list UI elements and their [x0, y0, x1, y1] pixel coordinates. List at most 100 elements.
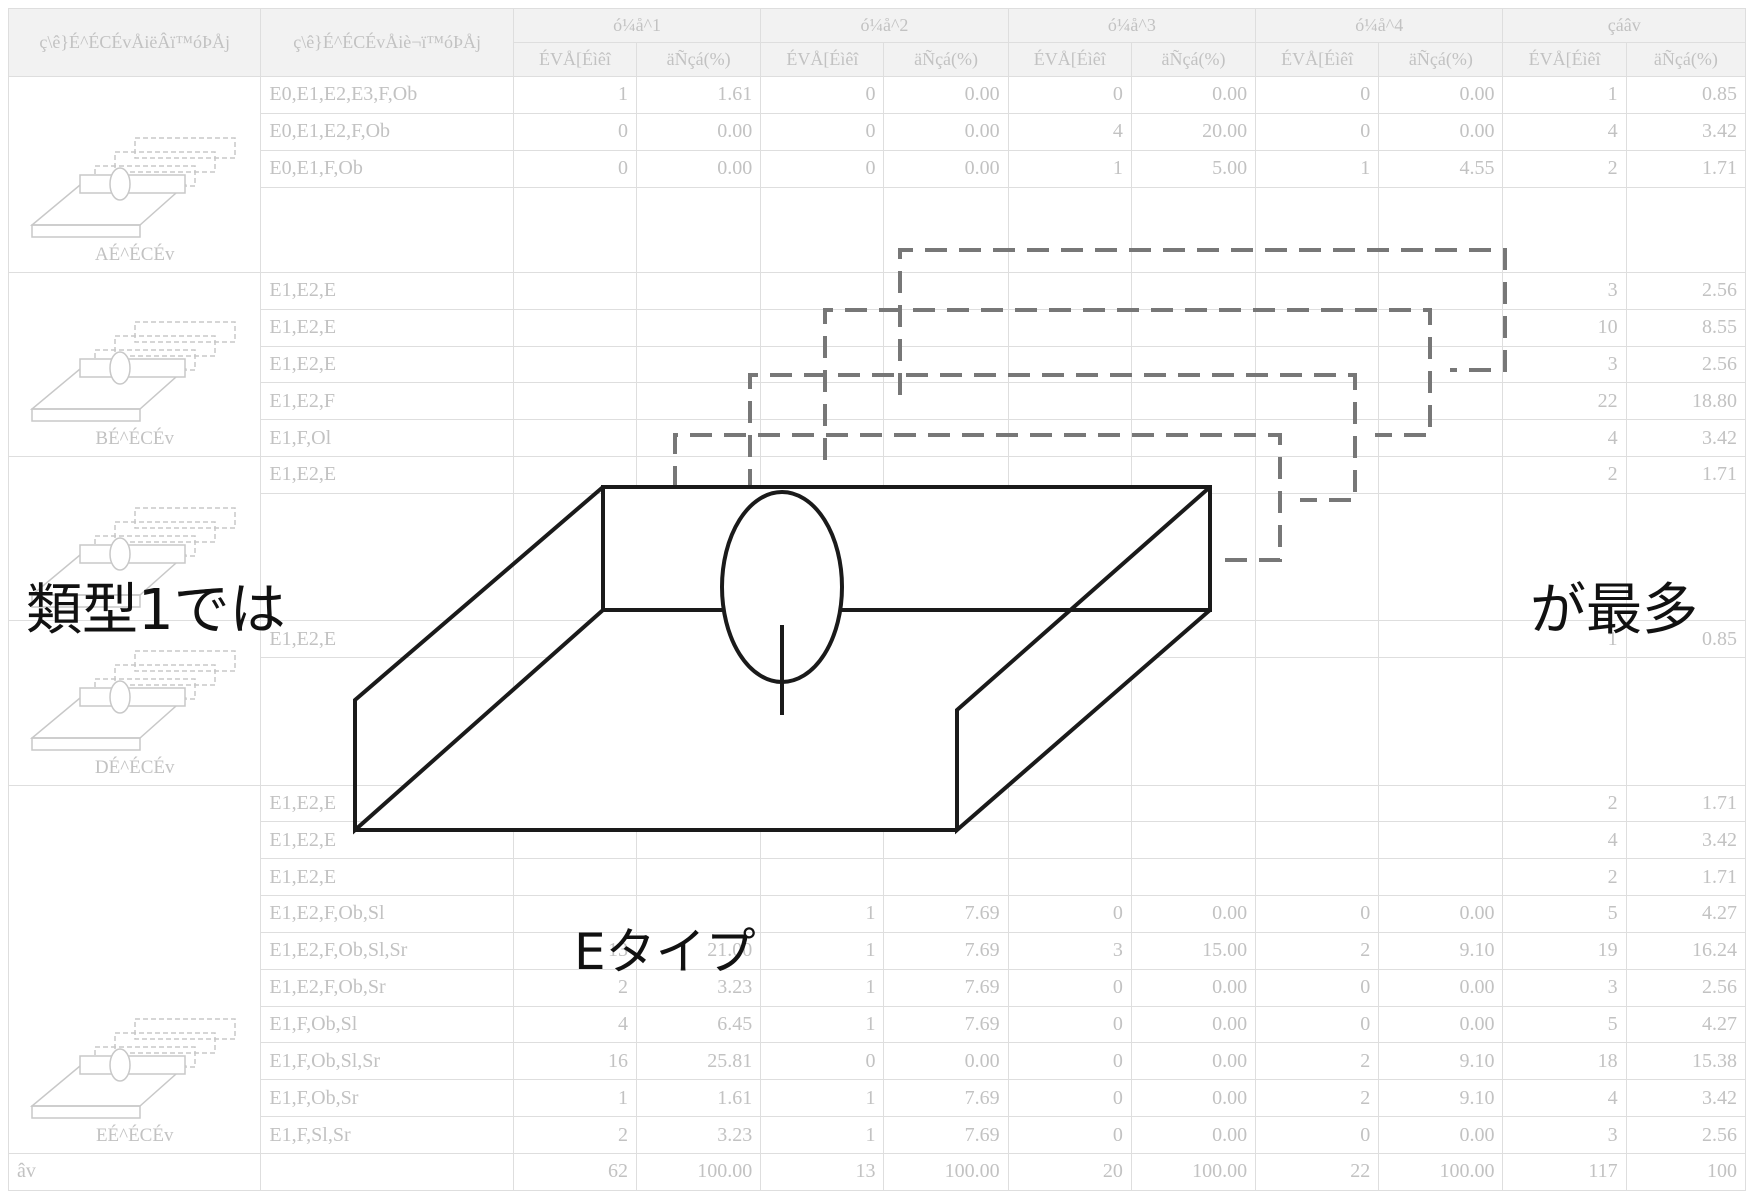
code-cell: E1,E2,E [260, 345, 514, 384]
percent-cell: 1.71 [1625, 784, 1747, 823]
count-cell [1007, 345, 1132, 384]
subheader-count: ÉVÅ[Éìêî [1007, 42, 1132, 77]
empty-cell [1625, 657, 1747, 786]
base-box [353, 485, 1212, 835]
count-cell [512, 382, 638, 421]
count-cell: 0 [1007, 895, 1132, 933]
count-cell: 0 [760, 1042, 885, 1081]
percent-cell: 15.38 [1625, 1042, 1747, 1081]
type-label: BÉ^ÉCÉv [95, 428, 174, 450]
count-cell: 0 [1255, 1116, 1380, 1154]
code-cell: E1,E2,E [260, 271, 514, 310]
count-cell: 0 [760, 76, 885, 114]
count-cell [512, 419, 638, 458]
percent-cell [1130, 345, 1257, 384]
code-cell: E1,E2,E [260, 858, 514, 897]
count-cell: 4 [1502, 1079, 1627, 1118]
percent-cell: 0.00 [636, 149, 762, 188]
subheader-count: ÉVÅ[Éìêî [1255, 42, 1380, 77]
count-cell: 3 [1502, 345, 1627, 384]
count-cell [512, 895, 638, 933]
percent-cell: 3.23 [636, 968, 762, 1007]
caption-e-type: Eタイプ [574, 923, 756, 981]
count-cell [1255, 308, 1380, 347]
percent-cell: 3.42 [1625, 1079, 1747, 1118]
total-count-cell: 62 [512, 1152, 638, 1192]
subheader-count: ÉVÅ[Éìêî [1502, 42, 1627, 77]
header-major-type: ç\ê}É^ÉCÉvÅiëÂï™óÞÅj [7, 8, 262, 77]
percent-cell: 2.56 [1625, 271, 1747, 310]
header-group-1: ó¼å^1 [512, 8, 762, 43]
count-cell: 0 [1255, 968, 1380, 1007]
count-cell: 0 [760, 149, 885, 188]
percent-cell: 4.55 [1378, 149, 1504, 188]
percent-cell [1378, 456, 1504, 494]
percent-cell [1378, 419, 1504, 458]
percent-cell: 3.42 [1625, 821, 1747, 860]
empty-cell [1378, 186, 1504, 273]
percent-cell [1378, 821, 1504, 860]
percent-cell [883, 271, 1009, 310]
percent-cell: 8.55 [1625, 308, 1747, 347]
count-cell: 10 [1502, 308, 1627, 347]
percent-cell: 4.27 [1625, 895, 1747, 933]
empty-cell [1130, 186, 1257, 273]
header-group-total: çáâv [1502, 8, 1746, 43]
percent-cell [883, 345, 1009, 384]
count-cell: 1 [512, 1079, 638, 1118]
code-cell: E1,E2,E [260, 308, 514, 347]
count-cell: 19 [1502, 931, 1627, 970]
count-cell: 1 [1255, 149, 1380, 188]
subheader-percent: äÑçá(%) [1625, 42, 1747, 77]
count-cell: 2 [512, 968, 638, 1007]
percent-cell [636, 345, 762, 384]
count-cell [760, 271, 885, 310]
count-cell: 22 [1502, 382, 1627, 421]
percent-cell: 4.27 [1625, 1005, 1747, 1044]
percent-cell [1378, 620, 1504, 659]
type-cell: BÉ^ÉCÉv [7, 271, 262, 458]
count-cell [1255, 419, 1380, 458]
count-cell: 18 [1502, 1042, 1627, 1081]
type-cell [7, 456, 262, 622]
percent-cell: 25.81 [636, 1042, 762, 1081]
count-cell: 0 [1007, 1042, 1132, 1081]
percent-cell: 0.00 [1378, 1116, 1504, 1154]
count-cell: 13 [512, 931, 638, 970]
empty-cell [1502, 492, 1627, 622]
count-cell: 3 [1007, 931, 1132, 970]
empty-cell [1625, 186, 1747, 273]
code-cell: E1,F,Ol [260, 419, 514, 458]
count-cell: 5 [1502, 1005, 1627, 1044]
total-percent-cell: 100.00 [636, 1152, 762, 1192]
count-cell: 3 [1502, 1116, 1627, 1154]
percent-cell: 0.85 [1625, 76, 1747, 114]
empty-cell [1255, 657, 1380, 786]
type-label: DÉ^ÉCÉv [94, 756, 175, 778]
percent-cell: 3.23 [636, 1116, 762, 1154]
count-cell [1255, 784, 1380, 823]
count-cell: 0 [1007, 1079, 1132, 1118]
percent-cell [1130, 784, 1257, 823]
empty-cell [260, 186, 514, 273]
code-cell: E0,E1,E2,F,Ob [260, 112, 514, 151]
box-floor [355, 610, 1210, 830]
percent-cell: 2.56 [1625, 345, 1747, 384]
percent-cell: 1.61 [636, 76, 762, 114]
dashed-frame-2 [748, 373, 1357, 525]
percent-cell: 0.00 [636, 112, 762, 151]
empty-cell [1255, 492, 1380, 622]
percent-cell: 7.69 [883, 1005, 1009, 1044]
count-cell [1255, 345, 1380, 384]
percent-cell: 0.00 [883, 112, 1009, 151]
type-label: EÉ^ÉCÉv [95, 1124, 174, 1146]
count-cell: 4 [512, 1005, 638, 1044]
